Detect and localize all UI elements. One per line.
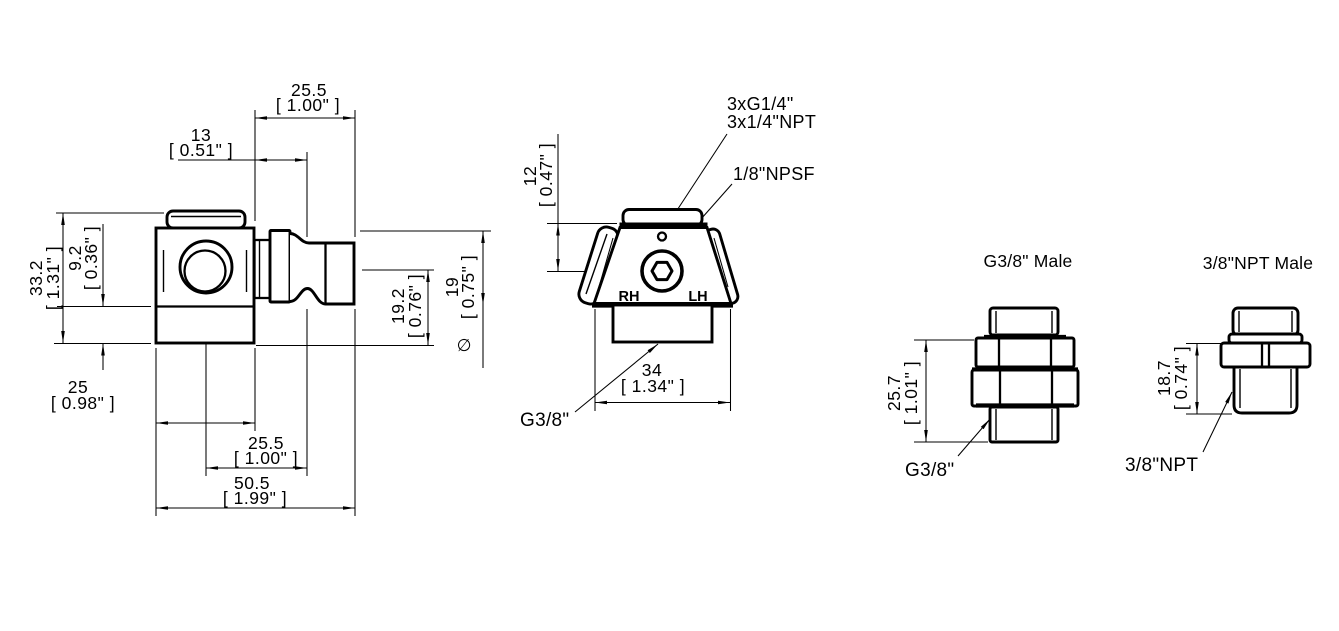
dim-front-width-mm: 34 (642, 360, 662, 380)
dim-flange-dia-mm: 19.2 (388, 288, 408, 324)
adapter-npt38-outline (1219, 306, 1312, 415)
dim-top-to-port-inch: [ 0.47" ] (536, 143, 556, 207)
dim-top-width-mm: 25.5 (291, 80, 327, 100)
rh-marking: RH (619, 289, 640, 305)
label-gauge-port: 1/8"NPSF (733, 164, 815, 184)
side-stem-spool (289, 232, 356, 306)
dim-g38-height-mm: 25.7 (884, 375, 904, 411)
front-cap-band (619, 222, 708, 228)
dim-total-width-mm: 50.5 (234, 473, 270, 493)
npt38-hex (1219, 341, 1312, 369)
g38-lower-hex (970, 368, 1080, 408)
dim-stem-dia-mm: 19 (442, 277, 462, 297)
dim-top-width-inch: [ 1.00" ] (276, 95, 340, 115)
adapter-g38: G3/8" Male 25.7 [ 1.01" ] G3/8" (884, 251, 1080, 481)
g38-top-plug (988, 306, 1060, 337)
adapter-npt38-title: 3/8"NPT Male (1203, 253, 1313, 273)
g38-thread-label: G3/8" (905, 460, 954, 481)
adapter-npt38-dimensions: 18.7 [ 0.74" ] 3/8"NPT (1125, 342, 1233, 476)
side-top-cap (165, 209, 247, 230)
label-ports-npt: 3x1/4"NPT (727, 112, 816, 132)
dim-top-to-port-mm: 12 (520, 166, 540, 186)
dim-body-width-inch: [ 0.98" ] (51, 393, 115, 413)
dim-stem-dia-inch: [ 0.75" ] (458, 255, 478, 319)
dim-total-width-inch: [ 1.99" ] (223, 488, 287, 508)
dim-body-width-mm: 25 (68, 377, 88, 397)
dim-front-width-inch: [ 1.34" ] (621, 376, 685, 396)
front-port-hex-socket (650, 260, 674, 282)
side-port-inner-circle (183, 249, 227, 293)
dim-center-to-stem-mm: 25.5 (248, 433, 284, 453)
npt38-top-plug (1231, 306, 1300, 337)
front-view-part-outline: RH LH (577, 208, 740, 344)
front-base (611, 303, 714, 344)
adapter-g38-dimensions: 25.7 [ 1.01" ] G3/8" (884, 339, 991, 481)
g38-bottom-thread (988, 405, 1060, 444)
dim-top-offset-mm: 13 (191, 125, 211, 145)
dim-height-inch: [ 1.31" ] (43, 246, 63, 310)
dim-center-to-stem-inch: [ 1.00" ] (234, 448, 298, 468)
adapter-g38-outline (970, 306, 1080, 444)
side-view: 25.5 [ 1.00" ] 13 [ 0.51" ] 33.2 [ 1.31"… (26, 80, 491, 516)
npt38-thread-label: 3/8"NPT (1125, 455, 1198, 476)
side-view-dimension-lines (54, 110, 491, 516)
front-view: RH LH 3xG1/4" 3x1/4"NPT 1/8"NPSF G3/8" 1… (520, 94, 816, 431)
adapter-g38-title: G3/8" Male (984, 251, 1073, 271)
front-gauge-hole (656, 231, 668, 242)
front-view-labels: 3xG1/4" 3x1/4"NPT 1/8"NPSF G3/8" 12 [ 0.… (520, 94, 816, 431)
dim-npt38-height-inch: [ 0.74" ] (1171, 346, 1191, 410)
side-stem-neck (253, 238, 272, 300)
g38-upper-hex (974, 336, 1076, 369)
npt38-bottom-thread (1232, 365, 1299, 415)
side-stem-collar (268, 229, 292, 304)
dim-npt38-height-mm: 18.7 (1154, 360, 1174, 396)
diameter-symbol: ∅ (457, 336, 472, 355)
side-view-dimension-texts: 25.5 [ 1.00" ] 13 [ 0.51" ] 33.2 [ 1.31"… (26, 80, 478, 508)
dim-base-height-inch: [ 0.36" ] (81, 226, 101, 290)
dim-height-mm: 33.2 (26, 260, 46, 296)
dim-top-offset-inch: [ 0.51" ] (169, 140, 233, 160)
side-view-part-outline (154, 209, 356, 345)
dim-base-height-mm: 9.2 (65, 245, 85, 271)
dim-g38-height-inch: [ 1.01" ] (901, 361, 921, 425)
lh-marking: LH (688, 289, 707, 305)
adapter-npt38: 3/8"NPT Male 18.7 [ 0.74" ] 3/8"NPT (1125, 253, 1313, 476)
label-ports-g: 3xG1/4" (727, 94, 794, 114)
dim-flange-dia-inch: [ 0.76" ] (405, 274, 425, 338)
label-bottom-thread: G3/8" (520, 410, 569, 431)
